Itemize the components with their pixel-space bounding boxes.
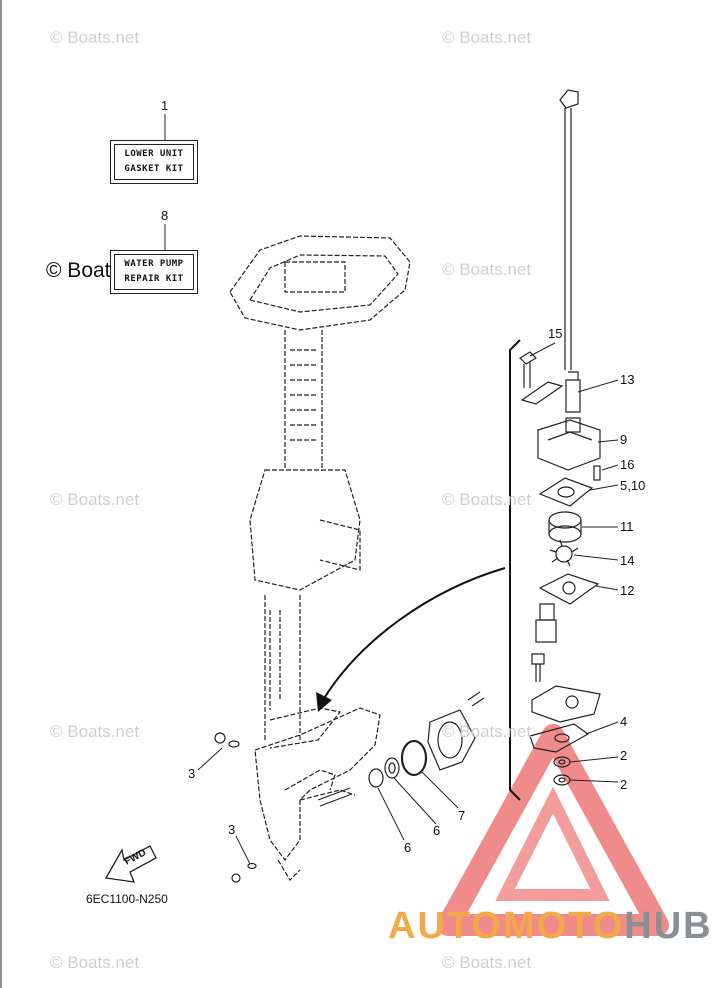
pump-kit-label: WATER PUMP REPAIR KIT: [110, 250, 198, 294]
watermark: © Boats.net: [442, 722, 532, 741]
drive-shaft-housing: [229, 235, 411, 881]
callout-4: 4: [620, 714, 628, 729]
callout-2: 2: [620, 777, 628, 792]
watermark: © Boats.net: [50, 28, 140, 47]
gasket-kit-line1: LOWER UNIT: [124, 149, 184, 159]
callout-12: 12: [620, 583, 635, 598]
pump-kit-line1: WATER PUMP: [124, 259, 184, 269]
watermark: © Boats.net: [442, 490, 532, 509]
brand-part-2: HUB: [624, 905, 713, 947]
leader-lines: [164, 114, 619, 865]
pump-parts: [519, 351, 601, 786]
water-tube: [559, 89, 579, 370]
watermark: © Boats.net: [50, 953, 140, 972]
callout-16: 16: [620, 457, 635, 472]
gasket-kit-line2: GASKET KIT: [124, 164, 184, 174]
automotohub-triangle-logo: [437, 724, 669, 936]
callout-5-10: 5,10: [620, 478, 646, 493]
watermark: © Boats.net: [442, 28, 532, 47]
brand-part-1: AUTOMOTO: [388, 905, 625, 947]
watermark: © Boats.net: [50, 490, 140, 509]
callout-15: 15: [548, 326, 563, 341]
fwd-arrow-icon: [104, 845, 157, 883]
callout-6: 6: [433, 823, 441, 838]
callout-11: 11: [620, 519, 634, 534]
callout-3: 3: [188, 766, 196, 781]
watermark: © Boats.net: [442, 260, 532, 279]
callout-3: 3: [228, 822, 236, 837]
assembly-arrow-head: [316, 692, 332, 712]
callout-8: 8: [161, 208, 169, 223]
callout-7: 7: [458, 808, 466, 823]
automotohub-logo-text: AUTOMOTOHUB: [388, 905, 713, 948]
callout-1: 1: [161, 98, 169, 113]
watermark: © Boats.net: [442, 953, 532, 972]
watermark: © Boats.net: [50, 722, 140, 741]
callout-6: 6: [404, 840, 412, 855]
callout-9: 9: [620, 432, 628, 447]
bearing-parts: [214, 691, 485, 883]
callout-14: 14: [620, 553, 635, 568]
pump-kit-line2: REPAIR KIT: [124, 274, 184, 284]
assembly-arrow: [322, 567, 506, 701]
drawing-code: 6EC1100-N250: [86, 892, 168, 906]
callout-2: 2: [620, 748, 628, 763]
gasket-kit-label: LOWER UNIT GASKET KIT: [110, 140, 198, 184]
callout-13: 13: [620, 372, 635, 387]
pump-group-bracket: [509, 339, 521, 801]
